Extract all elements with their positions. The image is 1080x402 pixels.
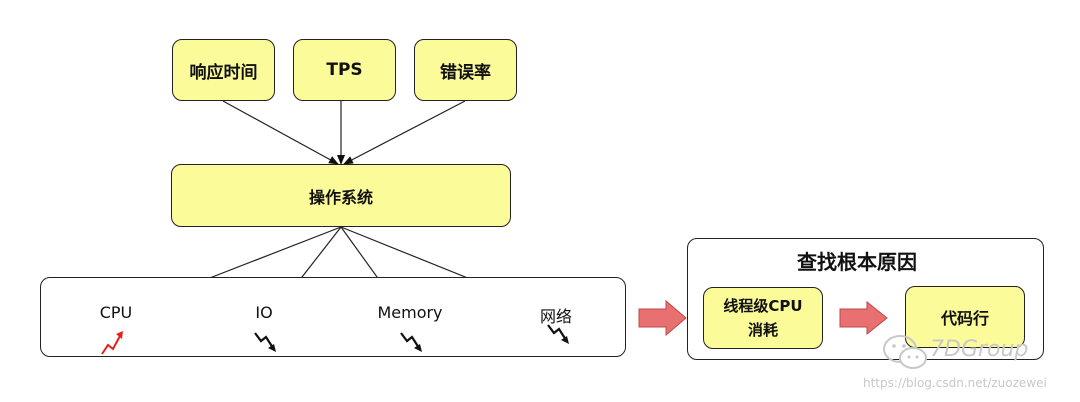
- resource-label-io: IO: [255, 303, 273, 322]
- right-arrow-icon: [839, 301, 888, 335]
- metric-label: 响应时间: [189, 62, 258, 83]
- down-trend-icon: [547, 324, 569, 344]
- thread-cpu-line-1: 线程级CPU: [723, 297, 803, 315]
- root-cause-title: 查找根本原因: [797, 250, 917, 274]
- metric-label: 错误率: [440, 62, 491, 83]
- metric-box-response-time: 响应时间: [172, 39, 275, 101]
- metric-box-tps: TPS: [293, 39, 396, 101]
- arrow-metric-1-to-os: [222, 100, 339, 165]
- source-url: https://blog.csdn.net/zuozewei: [863, 376, 1047, 390]
- down-trend-icon: [400, 332, 422, 352]
- resource-label-cpu: CPU: [99, 303, 133, 322]
- os-box: 操作系统: [171, 164, 511, 227]
- code-line-box: 代码行: [905, 286, 1025, 348]
- watermark-text: 7DGroup: [930, 337, 1029, 362]
- metric-box-error-rate: 错误率: [414, 39, 517, 101]
- os-label: 操作系统: [308, 187, 373, 207]
- thread-cpu-line-2: 消耗: [747, 321, 778, 339]
- right-arrow-icon: [638, 300, 687, 336]
- resource-label-network: 网络: [539, 307, 572, 326]
- arrow-metric-3-to-os: [343, 100, 466, 165]
- up-trend-icon: [101, 331, 123, 355]
- resource-label-memory: Memory: [377, 303, 443, 322]
- metric-label: TPS: [326, 60, 363, 80]
- down-trend-icon: [254, 332, 276, 352]
- code-line-label: 代码行: [940, 309, 989, 328]
- resource-panel: [40, 277, 626, 357]
- wechat-icon: [883, 335, 927, 369]
- thread-cpu-box: 线程级CPU 消耗: [703, 287, 823, 349]
